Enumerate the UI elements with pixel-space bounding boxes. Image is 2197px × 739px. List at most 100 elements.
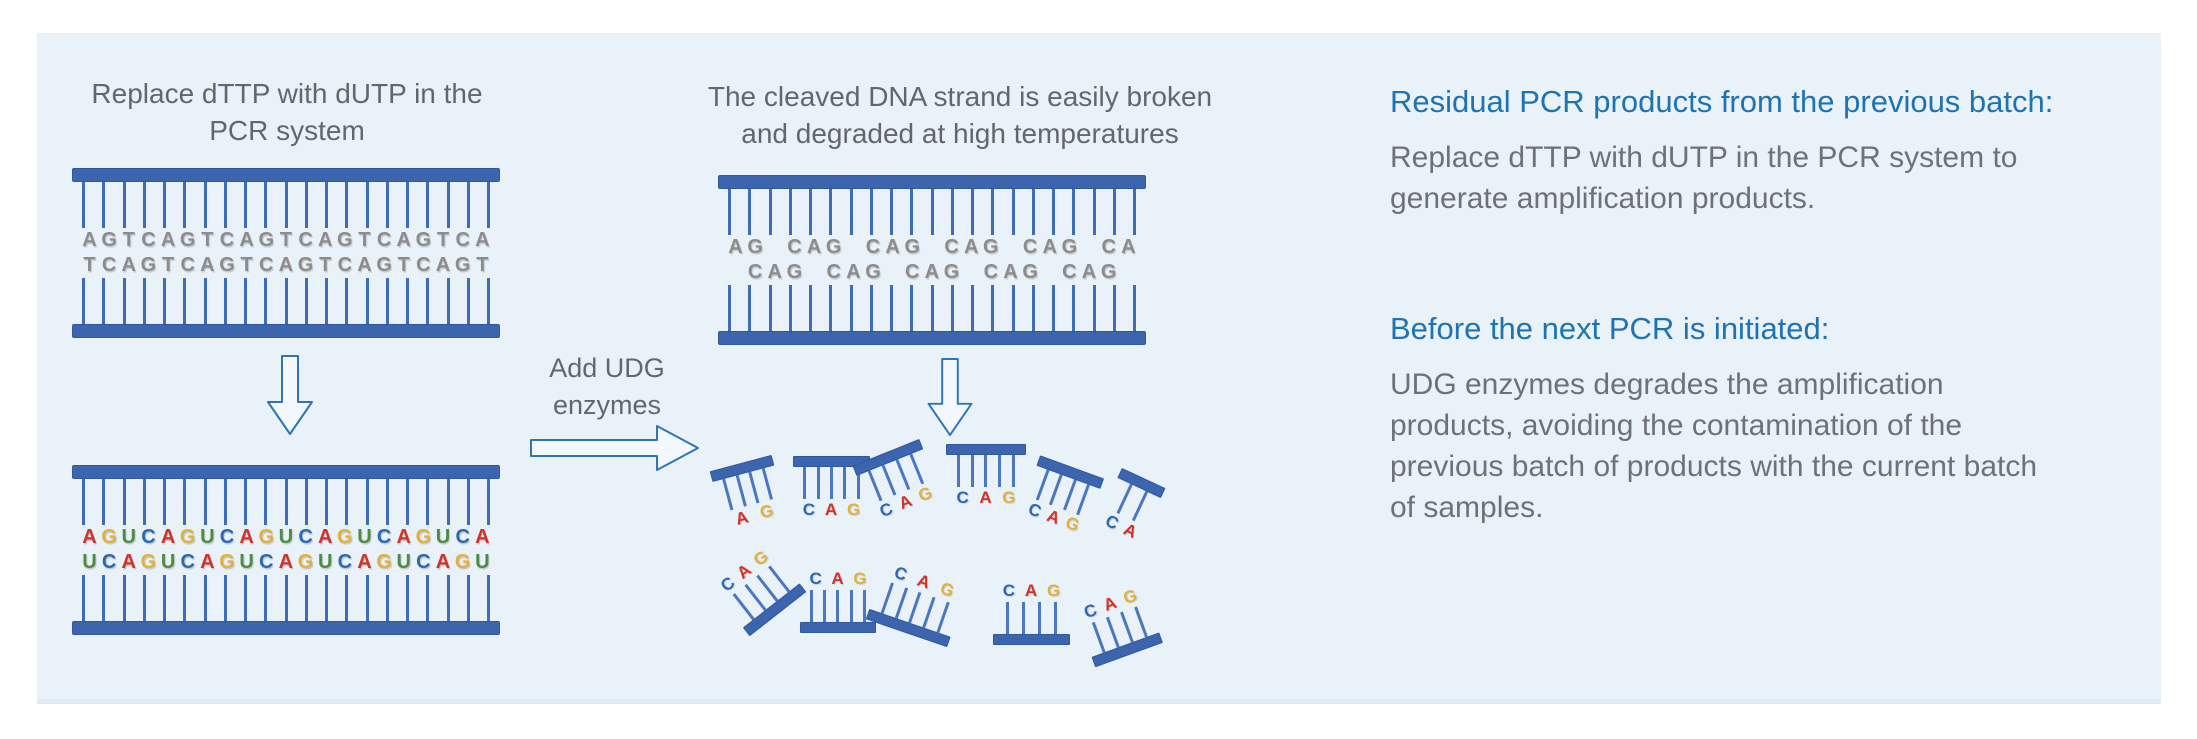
- fragment-tick-row: [793, 467, 870, 499]
- dna-base: A: [435, 254, 451, 276]
- dna-tick-row: [72, 278, 500, 324]
- dna-tick: [223, 479, 227, 525]
- dna-tick: [744, 583, 767, 611]
- dna-base: A: [475, 229, 490, 251]
- dna-tick: [385, 575, 389, 621]
- dna-tick: [971, 189, 974, 235]
- dna-tick: [365, 182, 369, 228]
- dna-base: C: [141, 526, 156, 548]
- dna-base: C: [1101, 236, 1116, 258]
- dna-base: A: [728, 236, 743, 258]
- dna-base: C: [101, 254, 117, 276]
- dna-tick: [163, 575, 166, 621]
- dna-tick: [163, 479, 166, 525]
- dna-base: G: [1046, 581, 1061, 600]
- dna-base: A: [1120, 519, 1140, 542]
- dna-base: A: [733, 507, 751, 529]
- dna-tick: [385, 278, 389, 324]
- dna-base: C: [101, 551, 117, 573]
- dna-tick: [930, 189, 934, 235]
- dna-base: A: [1044, 506, 1063, 529]
- dna-tick: [426, 278, 430, 324]
- dna-base: A: [200, 551, 215, 573]
- dna-tick: [756, 574, 779, 602]
- dna-base: T: [279, 229, 293, 251]
- dna-tick-row: [718, 285, 1146, 331]
- dna-tick: [768, 565, 791, 593]
- dna-tick: [1112, 285, 1116, 331]
- dna-base: A: [1042, 236, 1057, 258]
- dna-base: C: [787, 236, 802, 258]
- text-line: The cleaved DNA strand is easily broken: [707, 81, 1213, 112]
- dna-tick: [284, 182, 288, 228]
- dna-tick: [426, 479, 430, 525]
- dna-tick: [735, 475, 747, 507]
- dna-base: T: [83, 254, 96, 276]
- dna-tick: [803, 467, 807, 499]
- dna-tick: [102, 575, 106, 621]
- dna-base: G: [219, 254, 235, 276]
- dna-base: C: [944, 236, 959, 258]
- dna-base: A: [767, 261, 782, 283]
- dna-base: G: [140, 551, 157, 573]
- dna-tick: [1052, 189, 1055, 235]
- dna-tick: [385, 182, 389, 228]
- dna-tick: [970, 455, 974, 487]
- dna-tick: [406, 182, 409, 228]
- dna-base: A: [924, 261, 940, 283]
- dna-base: C: [298, 526, 313, 548]
- dna-base: U: [200, 526, 215, 548]
- dna-tick: [1091, 621, 1106, 653]
- dna-base: A: [846, 261, 861, 283]
- dna-tick: [345, 575, 349, 621]
- dna-base: A: [357, 551, 372, 573]
- dna-tick: [1049, 474, 1064, 506]
- dna-tick: [728, 285, 731, 331]
- dna-base: C: [747, 261, 763, 283]
- dna-tick: [1131, 490, 1149, 522]
- dna-base: G: [937, 578, 957, 601]
- dna-tick: [910, 285, 914, 331]
- dna-base: G: [179, 229, 196, 251]
- dna-tick: [284, 479, 288, 525]
- dna-tick: [304, 575, 308, 621]
- dna-base: G: [415, 229, 432, 251]
- dna-tick: [950, 285, 954, 331]
- dna-base: A: [396, 526, 411, 548]
- dna-base: T: [201, 229, 214, 251]
- dna-tick: [304, 182, 308, 228]
- dna-base: G: [297, 551, 314, 573]
- dna-tick: [325, 182, 328, 228]
- dna-tick: [1031, 285, 1035, 331]
- dna-base: G: [825, 236, 842, 258]
- dna-base: C: [1002, 581, 1016, 600]
- dna-base: U: [160, 551, 176, 573]
- text-line: generate amplification products.: [1390, 182, 1816, 215]
- dna-tick: [325, 575, 328, 621]
- dna-base: G: [337, 526, 353, 548]
- text-line: and degraded at high temperatures: [741, 118, 1179, 149]
- dna-base: G: [258, 229, 275, 251]
- dna-tick: [264, 479, 268, 525]
- dna-tick: [862, 590, 866, 622]
- dna-tick: [142, 182, 146, 228]
- dna-tick: [748, 471, 760, 504]
- dna-tick: [836, 590, 840, 622]
- dna-base: A: [806, 236, 822, 258]
- dna-tick: [1011, 285, 1015, 331]
- dna-base: C: [219, 229, 235, 251]
- dna-tick: [82, 479, 85, 525]
- dna-tick: [1112, 189, 1116, 235]
- dna-tick: [910, 189, 914, 235]
- dna-tick: [856, 467, 860, 499]
- dna-tick: [930, 285, 934, 331]
- dna-tick: [102, 278, 106, 324]
